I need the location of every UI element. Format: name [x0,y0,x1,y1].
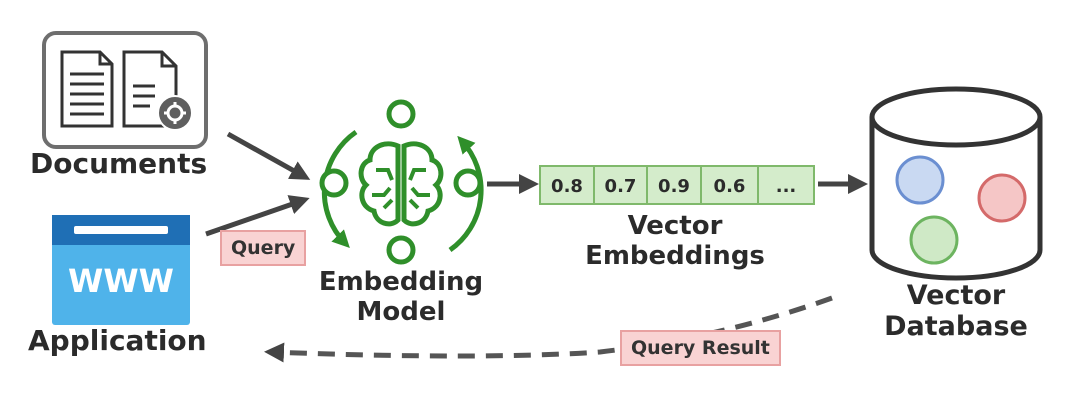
embedding-cell: 0.8 [539,165,595,205]
vector-embeddings-line-1: Vector [627,211,723,241]
query-result-tag: Query Result [620,330,781,366]
embedding-cell: 0.6 [700,165,759,205]
query-result-return-path [264,295,833,363]
vector-database-line-1: Vector [906,280,1006,311]
vector-embeddings-label: Vector Embeddings [565,211,785,272]
vector-database-icon [869,86,1043,281]
vector-embeddings-line-2: Embeddings [585,240,765,271]
embedding-cell: 0.7 [593,165,648,205]
www-text: WWW [68,262,174,300]
query-to-model-arrow [205,195,310,237]
vector-database-line-2: Database [884,311,1028,343]
embedding-model-line-1: Embedding [318,267,484,297]
query-tag: Query [220,230,307,266]
embedding-cell: 0.9 [646,165,702,205]
application-browser-icon: WWW [52,215,190,325]
embedding-model-icon [319,99,484,265]
embedding-cell: ... [757,165,815,205]
documents-to-model-arrow [226,131,311,180]
documents-icon [42,31,208,149]
vector-database-label: Vector Database [868,280,1044,342]
application-label: Application [28,324,207,357]
embedding-model-label: Embedding Model [316,267,486,328]
documents-label: Documents [30,147,208,180]
embedding-model-line-2: Model [356,296,446,327]
